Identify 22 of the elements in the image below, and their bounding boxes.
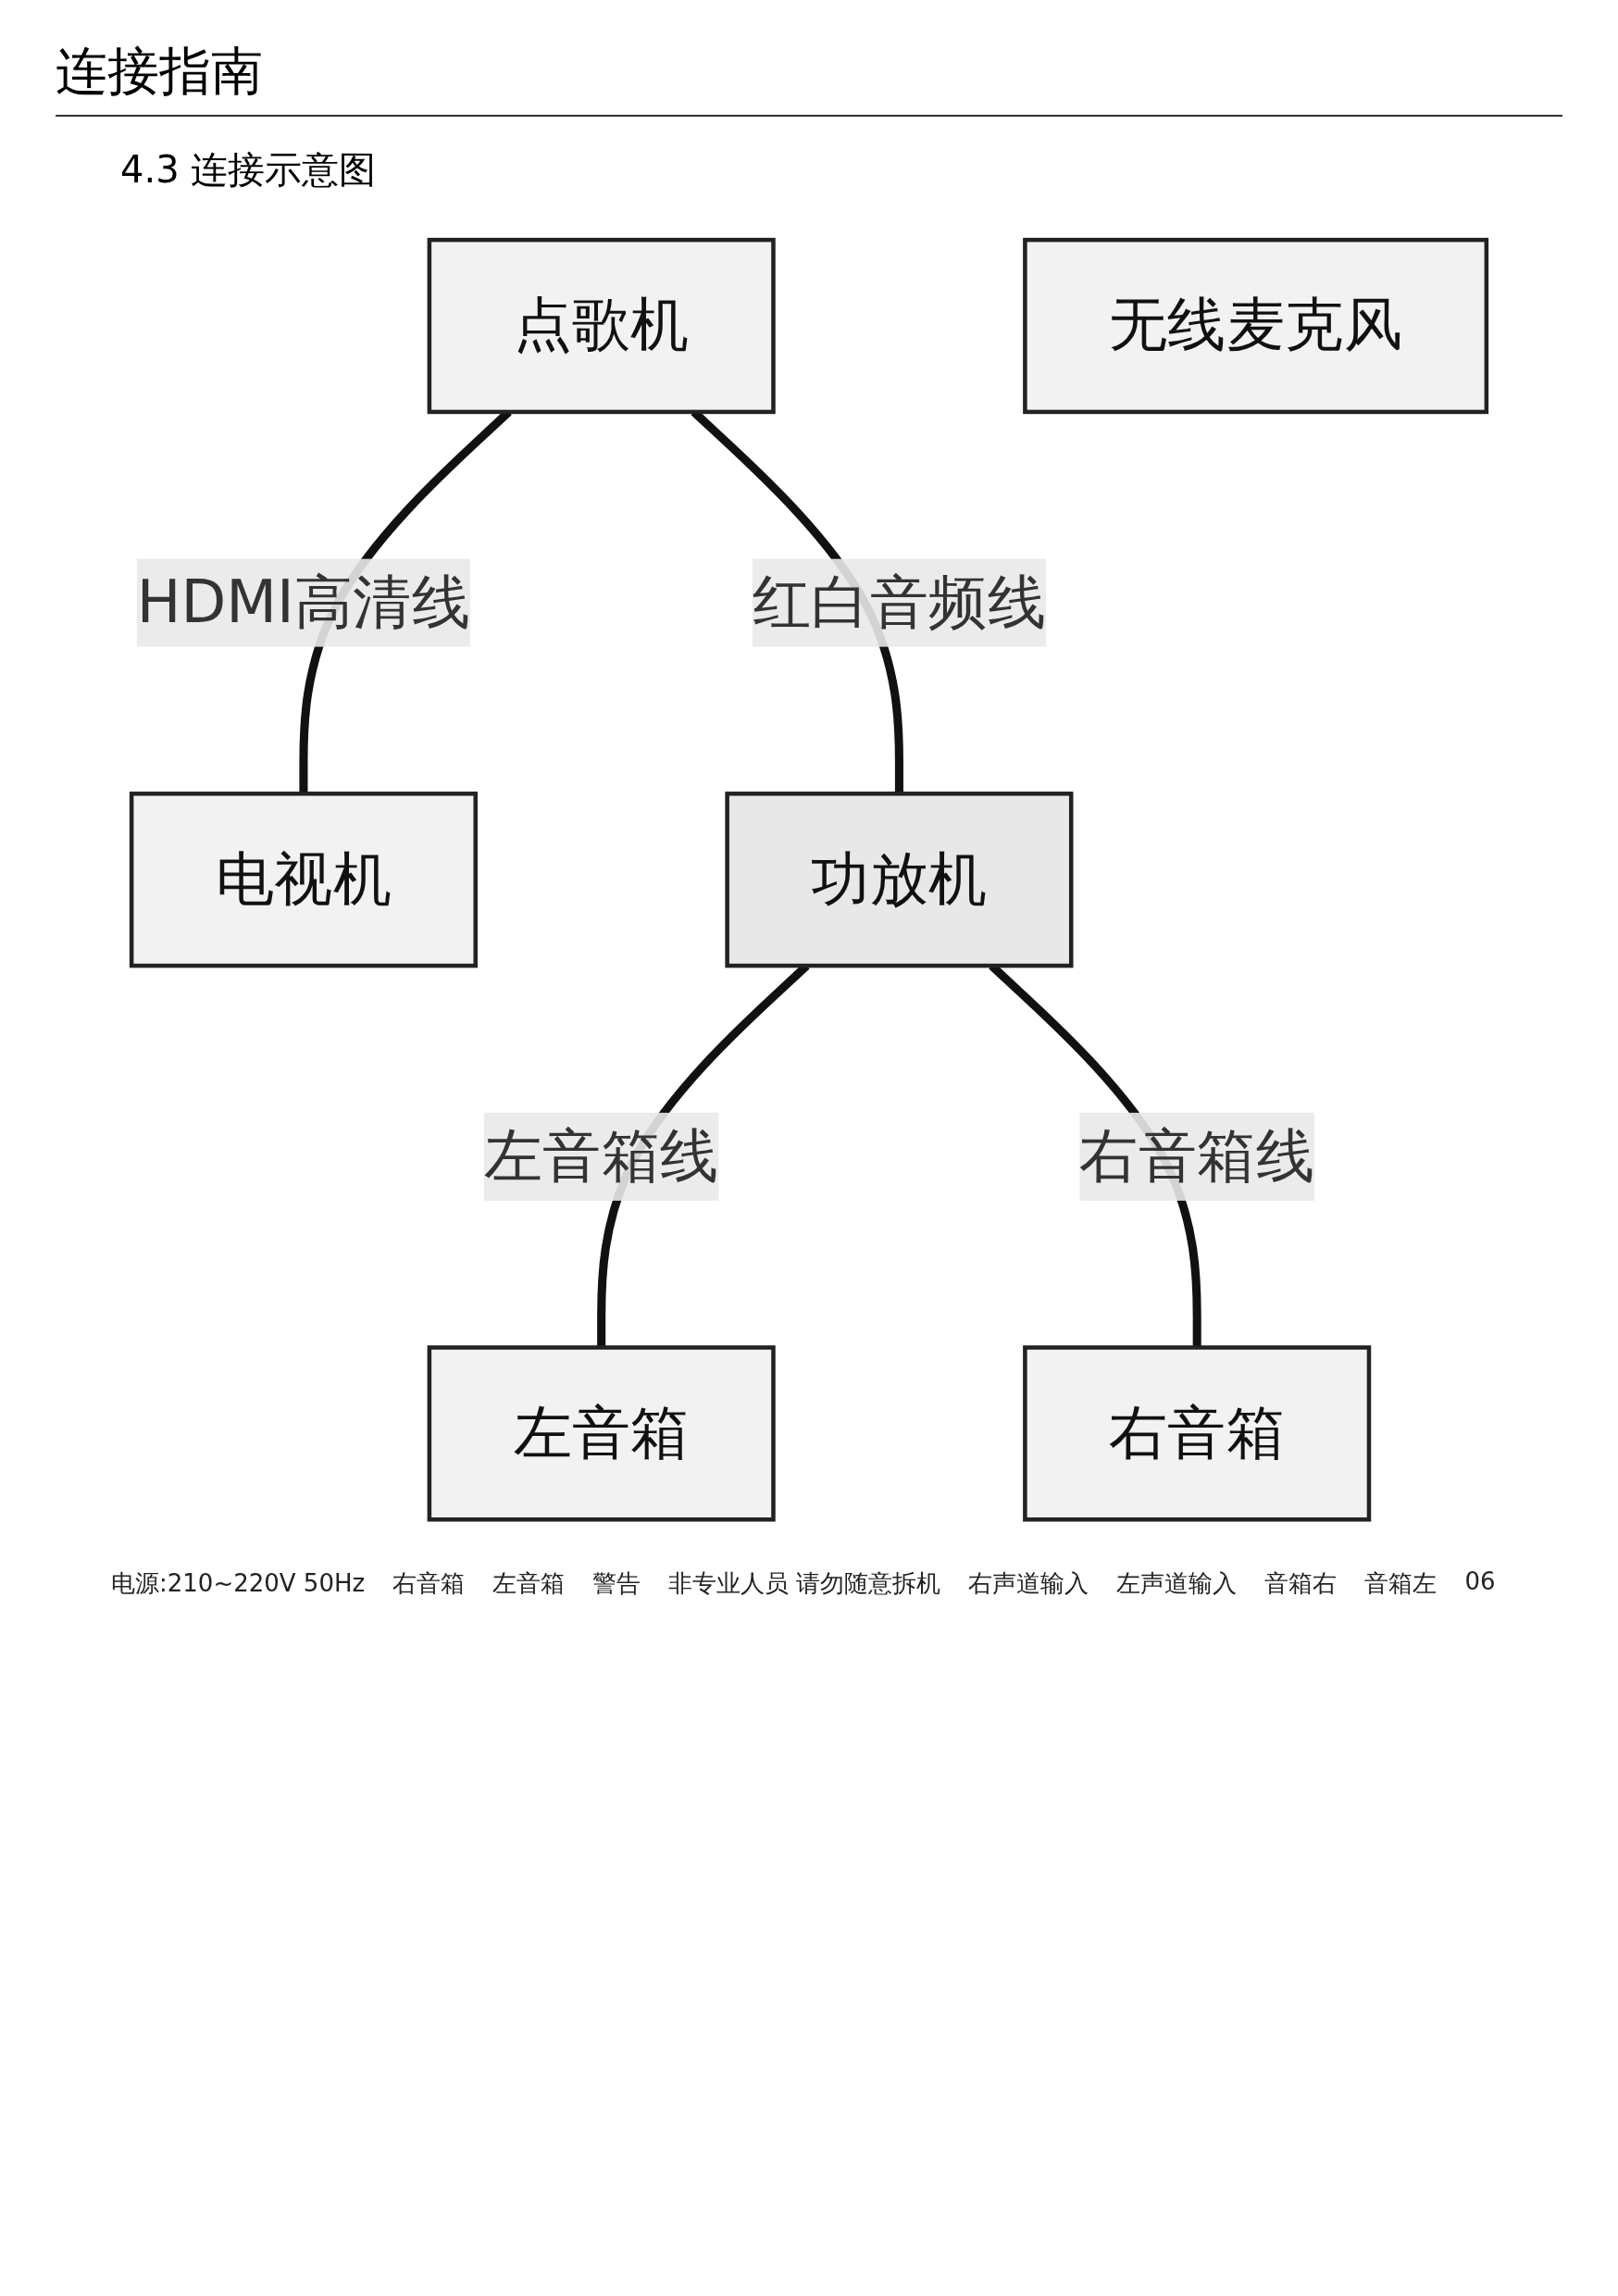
page-heading: 连接指南 [56, 37, 1562, 117]
panel-label: 电源:210~220V 50Hz [111, 1568, 366, 1600]
edge-label: 红白音频线 [752, 567, 1047, 637]
panel-label: 左音箱 [492, 1568, 566, 1600]
device-box: 左音箱 [427, 1345, 776, 1522]
panel-label: 06 [1464, 1567, 1496, 1598]
edge-label: 右音箱线 [1079, 1120, 1315, 1191]
edge-label: 左音箱线 [483, 1120, 719, 1191]
panel-label: 音箱右 [1264, 1568, 1338, 1600]
device-box: 点歌机 [427, 237, 776, 415]
panel-label: 非专业人员 请勿随意拆机 [668, 1568, 941, 1600]
panel-label: 右声道输入 [968, 1568, 1089, 1600]
section-heading: 4.3 连接示意图 [120, 147, 378, 193]
device-box: 电视机 [129, 792, 478, 968]
edge-label: HDMI高清线 [136, 567, 471, 637]
device-box: 功放机 [725, 792, 1074, 968]
device-box: 右音箱 [1023, 1345, 1372, 1522]
device-box: 无线麦克风 [1023, 237, 1489, 415]
panel-label: 左声道输入 [1116, 1568, 1238, 1600]
panel-label: 警告 [592, 1568, 641, 1600]
panel-label: 右音箱 [392, 1568, 466, 1600]
panel-label: 音箱左 [1364, 1568, 1438, 1600]
